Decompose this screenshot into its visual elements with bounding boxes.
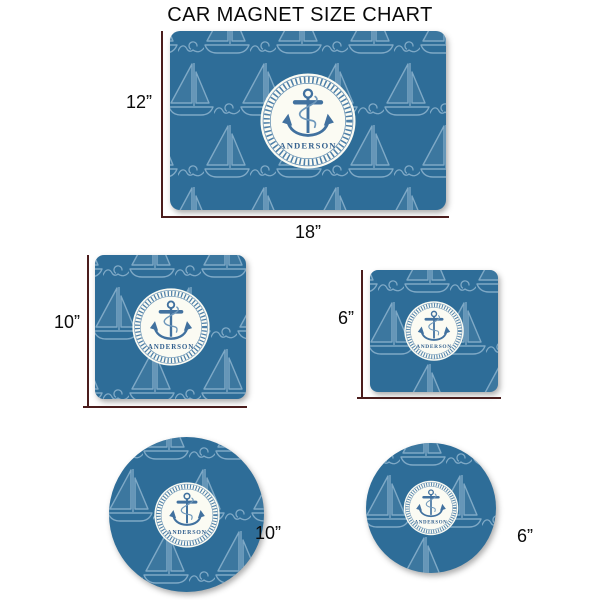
anchor-emblem bbox=[260, 73, 356, 169]
anchor-emblem bbox=[154, 482, 220, 548]
dimension-line-square6-width bbox=[357, 397, 501, 399]
magnet-square-6 bbox=[370, 270, 498, 392]
dimension-line-rect-height bbox=[161, 31, 163, 218]
dimension-line-square10-width bbox=[83, 406, 247, 408]
dimension-label-circle10: 10” bbox=[255, 523, 282, 543]
dimension-label-rect-width: 18” bbox=[294, 222, 321, 242]
dimension-label-rect-height: 12” bbox=[125, 92, 152, 112]
magnet-square-10 bbox=[95, 255, 246, 399]
anchor-emblem bbox=[403, 480, 459, 536]
dimension-line-square6-height bbox=[361, 270, 363, 399]
dimension-label-square6: 6” bbox=[337, 308, 354, 328]
magnet-rectangle-18x12 bbox=[170, 31, 446, 210]
anchor-emblem bbox=[132, 288, 210, 366]
anchor-emblem bbox=[404, 301, 464, 361]
dimension-label-circle6: 6” bbox=[517, 526, 534, 546]
magnet-circle-6 bbox=[366, 443, 496, 573]
dimension-label-square10: 10” bbox=[53, 312, 80, 332]
dimension-line-square10-height bbox=[87, 255, 89, 408]
magnet-circle-10 bbox=[109, 437, 264, 592]
dimension-line-rect-width bbox=[161, 216, 449, 218]
page-title: CAR MAGNET SIZE CHART bbox=[167, 4, 433, 26]
